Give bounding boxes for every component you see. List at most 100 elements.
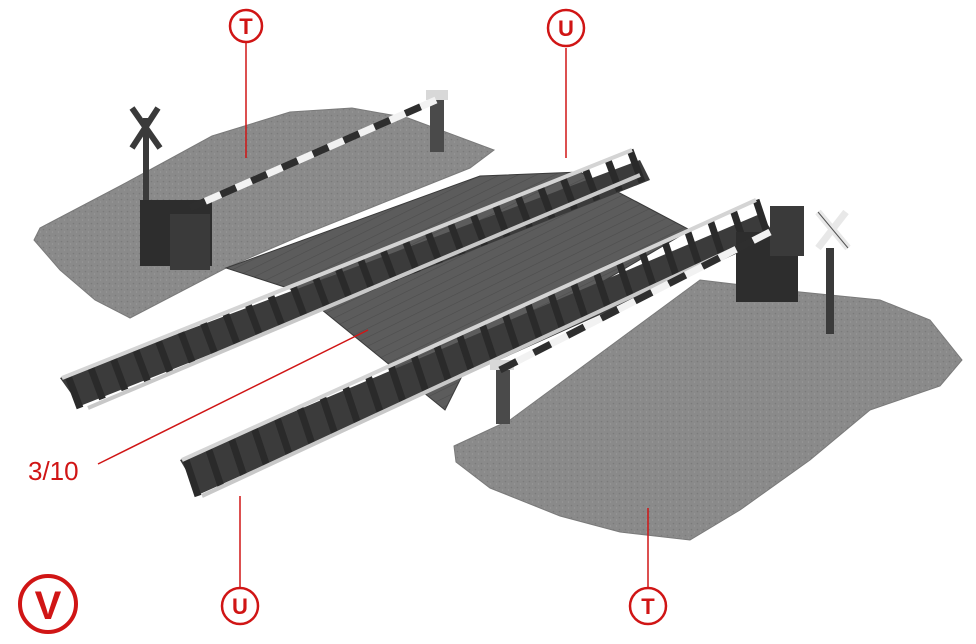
sleeper: [296, 406, 316, 446]
callout-track-bottom: U: [220, 586, 260, 626]
rail-lower-a: [181, 198, 757, 462]
barrier-stripe: [616, 297, 637, 313]
sleeper: [707, 219, 726, 258]
barrier-stripe: [498, 358, 519, 374]
barrier-stripe: [265, 164, 284, 178]
sleeper: [319, 396, 339, 435]
sleeper: [456, 334, 475, 373]
barrier-stripe: [357, 123, 376, 137]
sleeper: [87, 365, 106, 401]
sleeper: [356, 257, 376, 292]
barrier-stripe: [684, 263, 705, 279]
barrier-stripe: [296, 150, 315, 164]
crossbuck-icon: [815, 209, 851, 334]
callout-variant: V: [18, 574, 78, 634]
barrier-boom-left: [188, 96, 438, 212]
crossbuck-icon: [129, 106, 163, 208]
barrier-stripe: [549, 332, 570, 348]
sleeper: [547, 292, 567, 331]
rail-upper-a: [61, 148, 633, 380]
sleeper: [615, 261, 635, 300]
sleeper: [424, 230, 443, 265]
barrier-stripe: [250, 171, 269, 185]
barrier-stripe: [565, 323, 586, 339]
barrier-stripe: [373, 117, 392, 131]
barrier-stripe: [419, 96, 438, 110]
callout-track-bottom-label: U: [232, 594, 248, 619]
leader-plate: [97, 329, 369, 465]
rail-upper-b: [87, 173, 641, 410]
sleeper: [593, 271, 612, 310]
barrier-stripe: [188, 198, 207, 212]
barrier-stripe: [515, 349, 536, 365]
barrier-stripe: [342, 130, 361, 144]
crossing-gate-icon: [140, 90, 448, 270]
sleeper: [379, 248, 398, 283]
barrier-stripe: [599, 306, 620, 322]
callout-roadway-bottom-label: T: [641, 594, 655, 619]
barrier-boom-right: [498, 228, 772, 374]
plate-label: 3/10: [28, 456, 79, 486]
barrier-stripe: [280, 157, 300, 171]
sleeper: [182, 458, 202, 498]
barrier-stripe: [734, 237, 755, 253]
sleeper: [199, 320, 219, 355]
sleeper: [661, 240, 681, 279]
sleeper: [752, 198, 772, 238]
sleeper: [273, 417, 293, 456]
sleeper: [132, 347, 151, 383]
track-lower: [180, 198, 776, 498]
sleeper: [479, 323, 498, 362]
sleeper: [222, 311, 241, 346]
barrier-stripe: [388, 110, 407, 124]
barrier-stripe: [203, 191, 223, 205]
sleeper: [251, 427, 270, 466]
barrier-stripe: [403, 103, 423, 117]
sleeper: [244, 302, 264, 337]
sleeper: [109, 356, 129, 392]
callout-roadway-bottom: T: [628, 586, 668, 626]
callout-roadway-top: T: [228, 8, 264, 44]
sleeper: [228, 438, 247, 477]
callout-track-top-label: U: [558, 16, 574, 41]
sleepers-lower: [182, 198, 772, 498]
barrier-stripe: [582, 315, 603, 330]
sleeper: [638, 250, 658, 290]
sleeper: [342, 386, 361, 425]
sleeper: [64, 374, 84, 410]
barrier-stripe: [311, 144, 330, 158]
sleeper: [387, 365, 407, 404]
sleeper: [205, 448, 225, 487]
barrier-stripe: [751, 228, 772, 244]
sleeper: [312, 275, 331, 310]
sleeper: [410, 354, 430, 394]
barrier-stripe: [326, 137, 346, 151]
barrier-stripe: [717, 246, 738, 261]
sleeper: [433, 344, 453, 383]
callout-roadway-top-label: T: [239, 14, 253, 39]
barrier-stripe: [667, 272, 688, 287]
sleeper: [289, 284, 309, 319]
sleeper: [334, 266, 354, 301]
callout-track-top: U: [546, 8, 586, 48]
barrier-stripe: [234, 177, 253, 191]
rail-lower-b: [201, 230, 771, 498]
sleeper: [684, 230, 703, 269]
barrier-stripe: [650, 280, 671, 296]
sleeper: [401, 239, 421, 274]
sleeper: [177, 329, 196, 365]
callout-variant-label: V: [35, 584, 62, 628]
sleeper: [501, 313, 521, 352]
track-upper: [60, 148, 650, 410]
sleeper: [267, 293, 286, 328]
sleeper: [154, 338, 174, 374]
sleeper: [365, 375, 384, 414]
sleeper: [570, 282, 589, 321]
barrier-stripe: [700, 254, 721, 270]
barrier-stripe: [633, 289, 654, 305]
barrier-stripe: [219, 184, 238, 198]
barrier-stripe: [532, 341, 553, 356]
sleeper: [524, 302, 544, 342]
crossing-gate-icon: [490, 206, 804, 424]
